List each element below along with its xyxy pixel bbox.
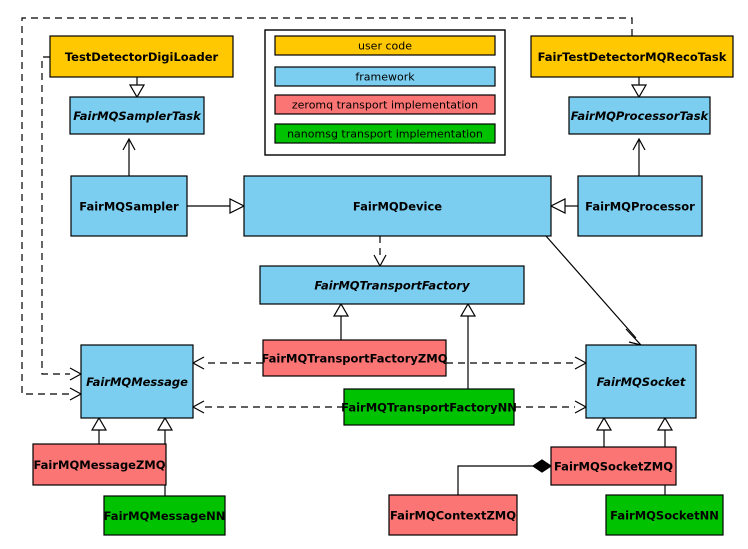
- class-node-rect: [243, 175, 552, 237]
- class-node-FairMQTransportFactoryZMQ[interactable]: FairMQTransportFactoryZMQ: [261, 339, 448, 377]
- association-device-socket: [545, 235, 643, 347]
- composition-socketzmq-contextzmq: [457, 459, 553, 495]
- class-node-label: TestDetectorDigiLoader: [65, 50, 219, 64]
- class-node-rect: [69, 96, 205, 135]
- class-node-rect: [259, 265, 525, 305]
- class-node-FairMQProcessor[interactable]: FairMQProcessor: [577, 175, 703, 237]
- class-node-FairMQTransportFactoryNN[interactable]: FairMQTransportFactoryNN: [341, 388, 517, 426]
- generalization-transportfactoryzmq-transportfactory: [332, 302, 350, 340]
- class-node-FairMQSocket[interactable]: FairMQSocket: [585, 344, 697, 419]
- class-node-rect: [605, 494, 724, 536]
- class-node-rect: [103, 495, 226, 536]
- class-node-rect: [388, 494, 518, 536]
- legend-label-3: nanomsg transport implementation: [287, 128, 483, 141]
- class-node-rect: [70, 175, 188, 237]
- dependency-device-transportfactory: [373, 236, 387, 268]
- class-node-label: FairMQDevice: [353, 200, 442, 214]
- class-node-rect: [343, 388, 515, 426]
- class-node-label: FairMQTransportFactory: [314, 279, 470, 293]
- class-node-label: FairMQProcessorTask: [571, 109, 710, 123]
- legend-swatch-3: [274, 123, 496, 144]
- class-node-rect: [585, 344, 697, 419]
- association-processortask-processor: [632, 137, 646, 176]
- class-node-label: FairMQSampler: [79, 200, 179, 214]
- class-node-FairMQSamplerTask[interactable]: FairMQSamplerTask: [69, 96, 205, 135]
- class-node-label: FairMQSocket: [597, 375, 686, 389]
- class-node-FairMQMessageZMQ[interactable]: FairMQMessageZMQ: [32, 443, 167, 486]
- class-node-label: FairTestDetectorMQRecoTask: [538, 50, 727, 64]
- class-node-FairMQMessageNN[interactable]: FairMQMessageNN: [103, 495, 226, 536]
- class-node-label: FairMQMessageNN: [104, 509, 226, 523]
- dependency-transportfactorynn-message: [191, 400, 344, 414]
- class-node-rect: [530, 35, 734, 78]
- generalization-recotask-processortask: [630, 77, 648, 99]
- nodes-layer: TestDetectorDigiLoader FairTestDetectorMQ…: [32, 35, 734, 536]
- class-node-FairMQSampler[interactable]: FairMQSampler: [70, 175, 188, 237]
- legend-swatch-0: [274, 35, 496, 56]
- class-node-rect: [568, 96, 711, 135]
- generalization-digiloader-samplertask: [128, 77, 146, 99]
- class-node-rect: [550, 446, 677, 486]
- generalization-processor-device: [549, 198, 578, 214]
- generalization-transportfactorynn-transportfactory: [459, 302, 477, 389]
- class-node-FairMQProcessorTask[interactable]: FairMQProcessorTask: [568, 96, 711, 135]
- class-node-label: FairMQSocketZMQ: [554, 460, 673, 474]
- legend-swatch-2: [274, 94, 496, 115]
- legend-label-1: framework: [355, 71, 415, 84]
- class-node-label: FairMQTransportFactoryNN: [341, 401, 517, 415]
- legend-label-0: user code: [358, 40, 412, 53]
- generalization-socketzmq-socket: [595, 416, 613, 447]
- class-node-rect: [32, 443, 167, 486]
- class-node-label: FairMQProcessor: [585, 200, 695, 214]
- class-node-label: FairMQMessage: [86, 375, 188, 389]
- dependency-transportfactoryzmq-socket: [446, 356, 588, 370]
- legend-label-2: zeromq transport implementation: [292, 99, 478, 112]
- class-node-label: FairMQTransportFactoryZMQ: [261, 352, 447, 366]
- class-node-FairMQSocketNN[interactable]: FairMQSocketNN: [605, 494, 724, 536]
- class-node-FairMQDevice[interactable]: FairMQDevice: [243, 175, 552, 237]
- legend-swatch-1: [274, 66, 496, 87]
- class-node-FairMQMessage[interactable]: FairMQMessage: [80, 344, 194, 419]
- class-node-rect: [262, 339, 447, 377]
- dependency-transportfactorynn-socket: [514, 400, 588, 414]
- class-node-rect: [49, 35, 234, 78]
- generalization-sampler-device: [187, 198, 246, 214]
- generalization-messagezmq-message: [90, 416, 108, 444]
- class-node-TestDetectorDigiLoader[interactable]: TestDetectorDigiLoader: [49, 35, 234, 78]
- dependency-transportfactoryzmq-message: [191, 356, 263, 370]
- legend: user code framework zeromq transport imp…: [264, 29, 506, 156]
- class-node-label: FairMQContextZMQ: [390, 509, 516, 523]
- class-node-label: FairMQSamplerTask: [73, 109, 202, 123]
- class-node-rect: [577, 175, 703, 237]
- class-node-label: FairMQMessageZMQ: [33, 458, 165, 472]
- class-node-FairTestDetectorMQRecoTask[interactable]: FairTestDetectorMQRecoTask: [530, 35, 734, 78]
- class-node-label: FairMQSocketNN: [610, 509, 719, 523]
- class-node-FairMQContextZMQ[interactable]: FairMQContextZMQ: [388, 494, 518, 536]
- class-node-FairMQTransportFactory[interactable]: FairMQTransportFactory: [259, 265, 525, 305]
- class-node-FairMQSocketZMQ[interactable]: FairMQSocketZMQ: [550, 446, 677, 486]
- class-node-rect: [80, 344, 194, 419]
- association-samplertask-sampler: [122, 137, 136, 176]
